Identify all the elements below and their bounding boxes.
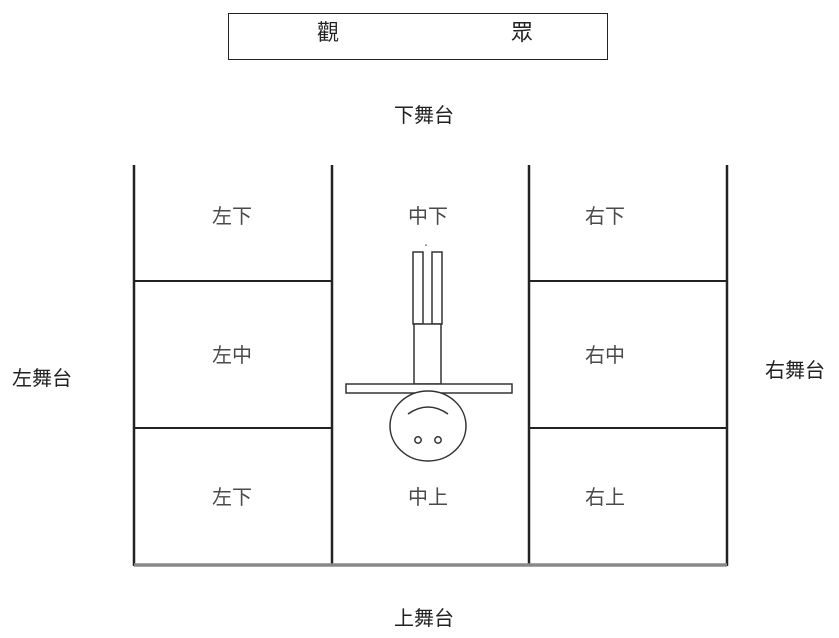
- cell-center-left: 左中: [212, 343, 252, 367]
- cell-upstage-left: 左下: [212, 485, 252, 509]
- center-marker: .: [424, 235, 428, 249]
- leg-right: [431, 251, 443, 325]
- cell-downstage-left: 左下: [212, 204, 252, 228]
- audience-char-left: 觀: [317, 21, 340, 46]
- cell-upstage-right: 右上: [585, 485, 625, 509]
- eye-left: [414, 436, 422, 444]
- head-arc: [407, 406, 449, 415]
- head: [389, 390, 467, 462]
- cell-center-right: 右中: [585, 343, 625, 367]
- cell-upstage-center: 中上: [408, 485, 448, 509]
- upstage-label: 上舞台: [394, 606, 454, 630]
- torso: [413, 323, 442, 385]
- stage-left-label: 左舞台: [12, 366, 72, 390]
- cell-downstage-right: 右下: [585, 204, 625, 228]
- audience-box: 觀 眾: [228, 13, 608, 60]
- leg-left: [412, 251, 424, 325]
- performer-figure: [345, 251, 513, 462]
- downstage-label: 下舞台: [394, 103, 454, 127]
- audience-char-right: 眾: [511, 21, 534, 46]
- cell-downstage-center: 中下: [408, 204, 448, 228]
- stage-right-label: 右舞台: [765, 358, 825, 382]
- eye-right: [434, 436, 442, 444]
